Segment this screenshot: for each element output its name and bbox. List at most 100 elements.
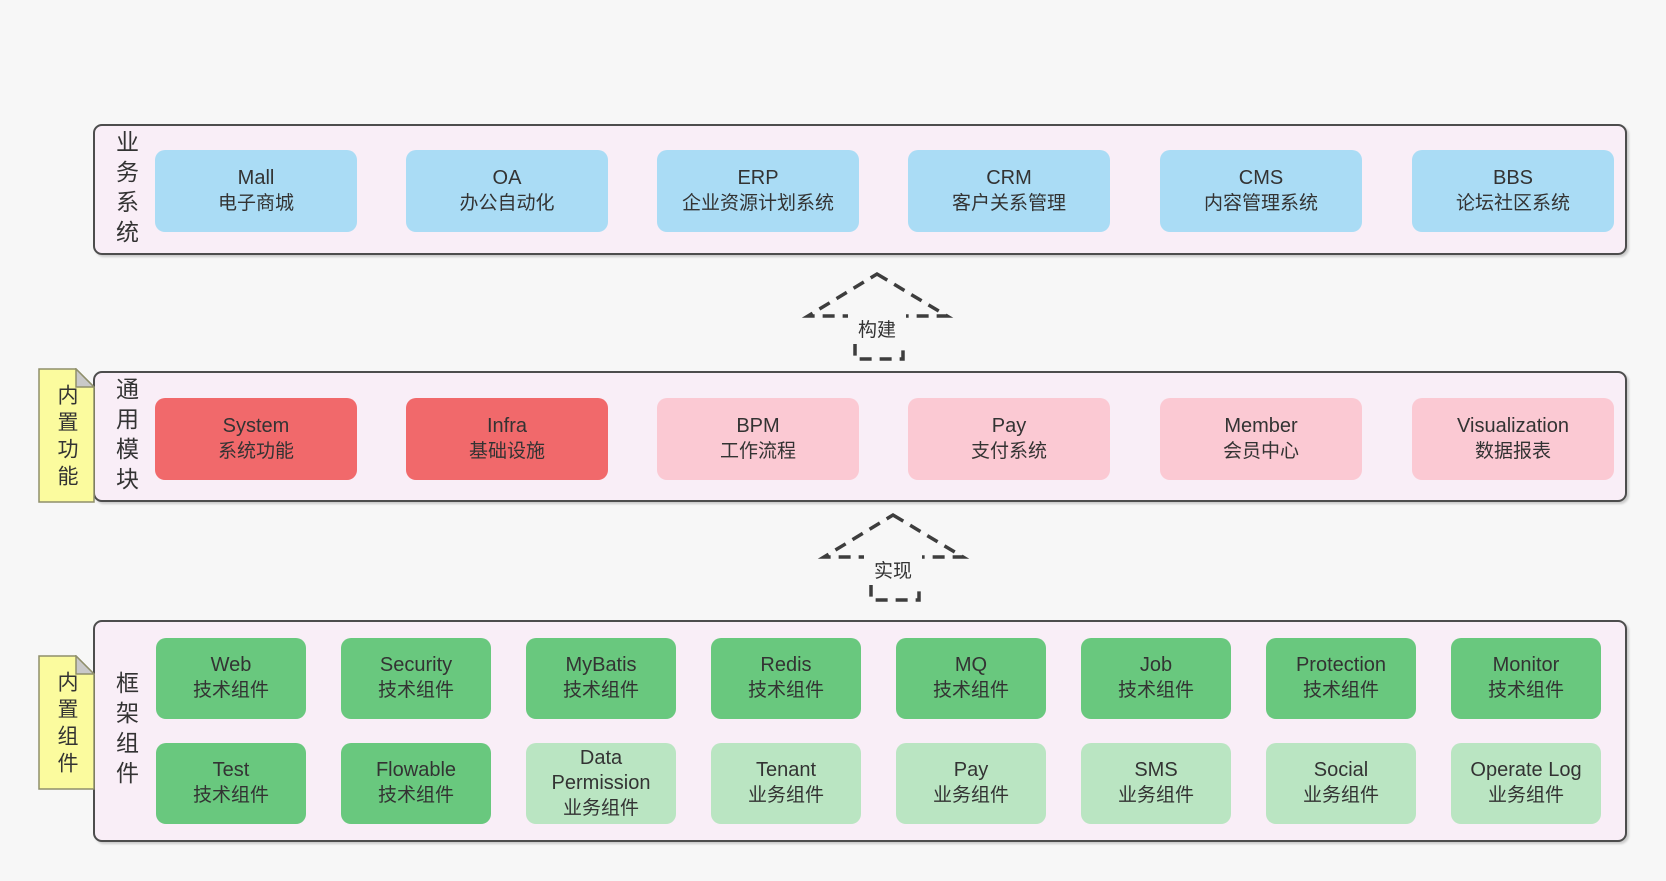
box-bpm: BPM 工作流程 [657,398,859,480]
section-label-common-modules: 通用模块 [112,376,139,497]
box-social: Social 业务组件 [1266,743,1416,824]
box-title: Protection [1295,654,1387,676]
box-subtitle: 办公自动化 [459,192,555,214]
box-title: Member [1224,414,1298,437]
box-title: Visualization [1457,414,1569,437]
box-title: Operate Log [1470,759,1582,781]
box-subtitle: 技术组件 [747,680,824,701]
box-bbs: BBS 论坛社区系统 [1412,150,1614,232]
box-subtitle: 会员中心 [1222,440,1299,462]
box-oa: OA 办公自动化 [406,150,608,232]
box-subtitle: 基础设施 [468,440,545,462]
box-title: Infra [486,414,528,437]
dashed-up-arrow-icon [817,512,970,602]
box-subtitle: 论坛社区系统 [1455,192,1570,214]
box-protection: Protection 技术组件 [1266,638,1416,719]
note-shape [38,368,95,503]
box-sms: SMS 业务组件 [1081,743,1231,824]
box-title: ERP [737,166,779,189]
box-subtitle: 业务组件 [1117,785,1194,806]
box-operate-log: Operate Log 业务组件 [1451,743,1601,824]
box-pay-system: Pay 支付系统 [908,398,1110,480]
box-title: BBS [1492,166,1534,189]
section-label-business-systems: 业务系统 [112,129,139,250]
box-infra: Infra 基础设施 [406,398,608,480]
box-title: Mall [237,166,275,189]
box-subtitle: 内容管理系统 [1203,192,1318,214]
box-subtitle: 技术组件 [377,680,454,701]
box-title: BPM [736,414,780,437]
box-subtitle: 工作流程 [719,440,796,462]
box-title: System [222,414,290,437]
box-subtitle: 技术组件 [932,680,1009,701]
box-subtitle: 数据报表 [1474,440,1551,462]
box-subtitle: 技术组件 [1487,680,1564,701]
box-subtitle: 业务组件 [932,785,1009,806]
box-title: OA [492,166,522,189]
box-subtitle: 系统功能 [217,440,294,462]
box-subtitle: 技术组件 [192,785,269,806]
box-mybatis: MyBatis 技术组件 [526,638,676,719]
box-job: Job 技术组件 [1081,638,1231,719]
box-subtitle: 技术组件 [192,680,269,701]
box-title: Job [1139,654,1173,676]
box-subtitle: 技术组件 [377,785,454,806]
box-title: MyBatis [565,654,637,676]
box-subtitle: 客户关系管理 [951,192,1066,214]
arrow-up-implement: 实现 [812,509,976,605]
section-label-framework-components: 框架组件 [112,671,139,791]
box-pay-business: Pay 业务组件 [896,743,1046,824]
box-title: Redis [760,654,812,676]
box-visualization: Visualization 数据报表 [1412,398,1614,480]
box-title: Data Permission [551,746,651,794]
box-subtitle: 支付系统 [970,440,1047,462]
arrow-label-implement: 实现 [864,554,922,585]
box-title: Monitor [1492,654,1560,676]
box-mq: MQ 技术组件 [896,638,1046,719]
box-redis: Redis 技术组件 [711,638,861,719]
box-monitor: Monitor 技术组件 [1451,638,1601,719]
section-framework-components: 框架组件 Web 技术组件 Security 技术组件 MyBatis 技术组件… [93,620,1627,842]
note-shape [38,655,95,790]
box-title: Flowable [375,759,457,781]
box-subtitle: 业务组件 [1302,785,1379,806]
box-security: Security 技术组件 [341,638,491,719]
box-title: MQ [954,654,988,676]
box-title: CRM [986,166,1032,189]
box-tenant: Tenant 业务组件 [711,743,861,824]
box-title: Pay [953,759,989,781]
box-title: Pay [991,414,1027,437]
box-erp: ERP 企业资源计划系统 [657,150,859,232]
box-title: CMS [1238,166,1284,189]
box-subtitle: 技术组件 [562,680,639,701]
box-data-permission: Data Permission 业务组件 [526,743,676,824]
section-business-systems: 业务系统 Mall 电子商城 OA 办公自动化 ERP 企业资源计划系统 CRM… [93,124,1627,255]
box-mall: Mall 电子商城 [155,150,357,232]
note-text-builtin-components: 内置组件 [55,670,78,779]
sticky-note-builtin-components: 内置组件 [38,655,95,790]
box-flowable: Flowable 技术组件 [341,743,491,824]
box-title: Web [210,654,252,676]
box-subtitle: 电子商城 [217,192,294,214]
box-system: System 系统功能 [155,398,357,480]
box-subtitle: 技术组件 [1302,680,1379,701]
box-subtitle: 业务组件 [747,785,824,806]
sticky-note-builtin-functions: 内置功能 [38,368,95,503]
note-text-builtin-functions: 内置功能 [55,383,78,492]
arrow-label-build: 构建 [848,313,906,344]
box-title: Security [379,654,453,676]
box-web: Web 技术组件 [156,638,306,719]
box-title: Test [212,759,250,781]
box-subtitle: 业务组件 [1487,785,1564,806]
section-common-modules: 通用模块 System 系统功能 Infra 基础设施 BPM 工作流程 Pay… [93,371,1627,502]
box-cms: CMS 内容管理系统 [1160,150,1362,232]
dashed-up-arrow-icon [801,271,954,361]
box-subtitle: 企业资源计划系统 [681,192,834,214]
box-test: Test 技术组件 [156,743,306,824]
box-title: Tenant [755,759,817,781]
box-title: Social [1313,759,1369,781]
box-subtitle: 技术组件 [1117,680,1194,701]
box-crm: CRM 客户关系管理 [908,150,1110,232]
box-subtitle: 业务组件 [562,797,639,819]
